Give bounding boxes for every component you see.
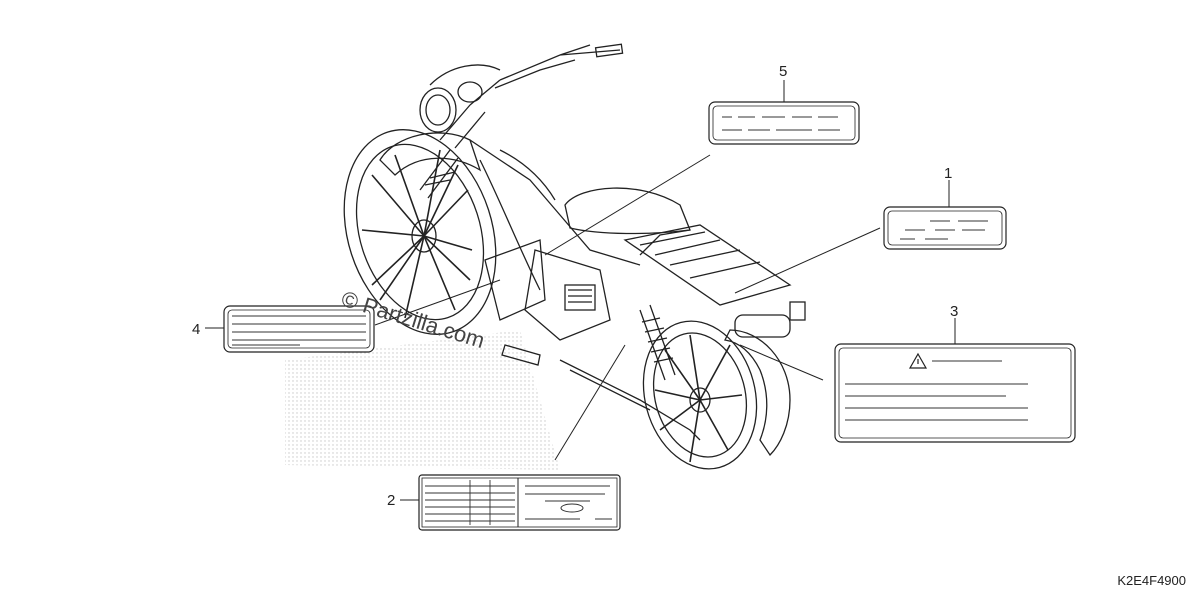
rear-wheel (642, 320, 758, 470)
motorcycle-drawing (343, 43, 806, 470)
leader-lines (205, 80, 956, 501)
callout-4: 4 (192, 321, 200, 338)
front-wheel (343, 129, 497, 335)
label-5-sticker (708, 101, 860, 145)
callout-5: 5 (779, 63, 787, 80)
label-2-sticker (418, 474, 621, 531)
callout-3: 3 (950, 303, 958, 320)
callout-1: 1 (944, 165, 952, 182)
diagram-code: K2E4F4900 (1117, 573, 1186, 588)
label-4-sticker (223, 305, 375, 353)
callout-2: 2 (387, 492, 395, 509)
warning-triangle-icon (908, 352, 928, 369)
label-3-sticker (834, 343, 1076, 443)
dotted-ghost-shape (285, 330, 560, 470)
label-1-sticker (883, 206, 1007, 250)
